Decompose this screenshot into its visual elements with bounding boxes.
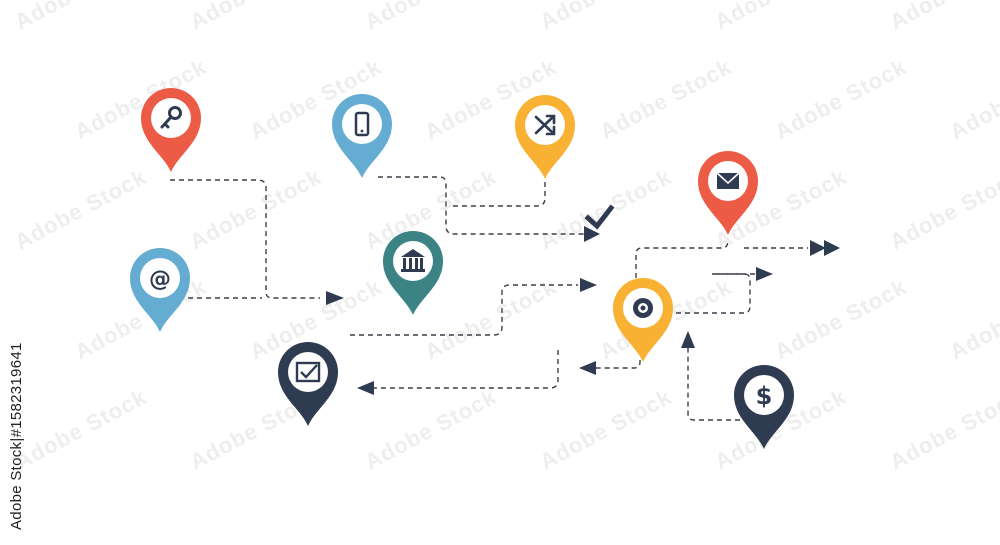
double-arrow-b xyxy=(824,240,840,256)
arrowhead-right-1 xyxy=(326,291,344,305)
phone-icon xyxy=(354,111,370,137)
connector-key-to-bank xyxy=(170,179,320,299)
watermark-text: Adobe Stock xyxy=(536,0,676,34)
watermark-text: Adobe Stock xyxy=(886,0,1000,34)
key-icon xyxy=(160,106,182,129)
target-pin[interactable] xyxy=(613,278,673,362)
double-arrow-a xyxy=(810,240,826,256)
checkbox-icon xyxy=(295,361,321,383)
connector-target-up xyxy=(635,239,729,278)
watermark-text: Adobe Stock xyxy=(536,164,676,254)
watermark-text: Adobe Stock xyxy=(11,384,151,474)
watermark-text: Adobe Stock xyxy=(771,274,911,364)
target-icon xyxy=(633,298,653,318)
arrowhead-left-2 xyxy=(579,361,596,375)
arrowhead-right-2 xyxy=(580,278,597,292)
connector-target-down xyxy=(596,360,641,369)
watermark-text: Adobe Stock xyxy=(771,54,911,144)
arrowhead-check-arrow xyxy=(584,226,600,242)
watermark-text: Adobe Stock xyxy=(11,164,151,254)
arrowhead-left-1 xyxy=(357,381,374,395)
mail-icon xyxy=(716,172,740,189)
bank-icon xyxy=(401,249,425,272)
watermark-text: Adobe Stock xyxy=(536,384,676,474)
arrowhead-small xyxy=(756,267,773,281)
connector-to-checkbox xyxy=(372,350,559,389)
bank-pin[interactable] xyxy=(383,231,443,315)
stock-id-number: #1582319641 xyxy=(8,342,25,438)
stock-brand: Adobe Stock xyxy=(8,441,25,530)
connector-target-right xyxy=(676,273,751,314)
watermark-text: Adobe Stock xyxy=(186,164,326,254)
watermark-text: Adobe Stock xyxy=(361,384,501,474)
connector-shuffle-down xyxy=(452,182,546,207)
dollar-icon: $ xyxy=(756,382,773,410)
checkmark-icon xyxy=(584,204,615,230)
watermark-text: Adobe Stock xyxy=(711,0,851,34)
watermark-text: Adobe Stock xyxy=(946,54,1000,144)
connector-dollar-up xyxy=(687,346,740,421)
watermark-text: Adobe Stock xyxy=(886,384,1000,474)
arrowhead-up xyxy=(681,331,695,348)
stock-caption: Adobe Stock | #1582319641 xyxy=(8,342,25,530)
watermark-text: Adobe Stock xyxy=(946,274,1000,364)
connector-phone-to-check xyxy=(378,176,586,235)
phone-pin[interactable] xyxy=(332,94,392,178)
connector-bank-to-target xyxy=(350,284,578,336)
at-icon: @ xyxy=(149,267,171,292)
dollar-pin[interactable]: $ xyxy=(734,365,794,449)
watermark-text: Adobe Stock xyxy=(361,0,501,34)
shuffle-icon xyxy=(534,114,556,136)
watermark-text: Adobe Stock xyxy=(186,0,326,34)
watermark-text: Adobe Stock xyxy=(421,274,561,364)
watermark-text: Adobe Stock xyxy=(886,164,1000,254)
watermark-text: Adobe Stock xyxy=(596,54,736,144)
watermark-text: Adobe Stock xyxy=(11,0,151,34)
stock-separator: | xyxy=(8,437,25,442)
checkbox-pin[interactable] xyxy=(278,342,338,426)
mail-pin[interactable] xyxy=(698,151,758,235)
email-pin[interactable]: @ xyxy=(130,248,190,332)
shuffle-pin[interactable] xyxy=(515,95,575,179)
key-pin[interactable] xyxy=(141,88,201,172)
